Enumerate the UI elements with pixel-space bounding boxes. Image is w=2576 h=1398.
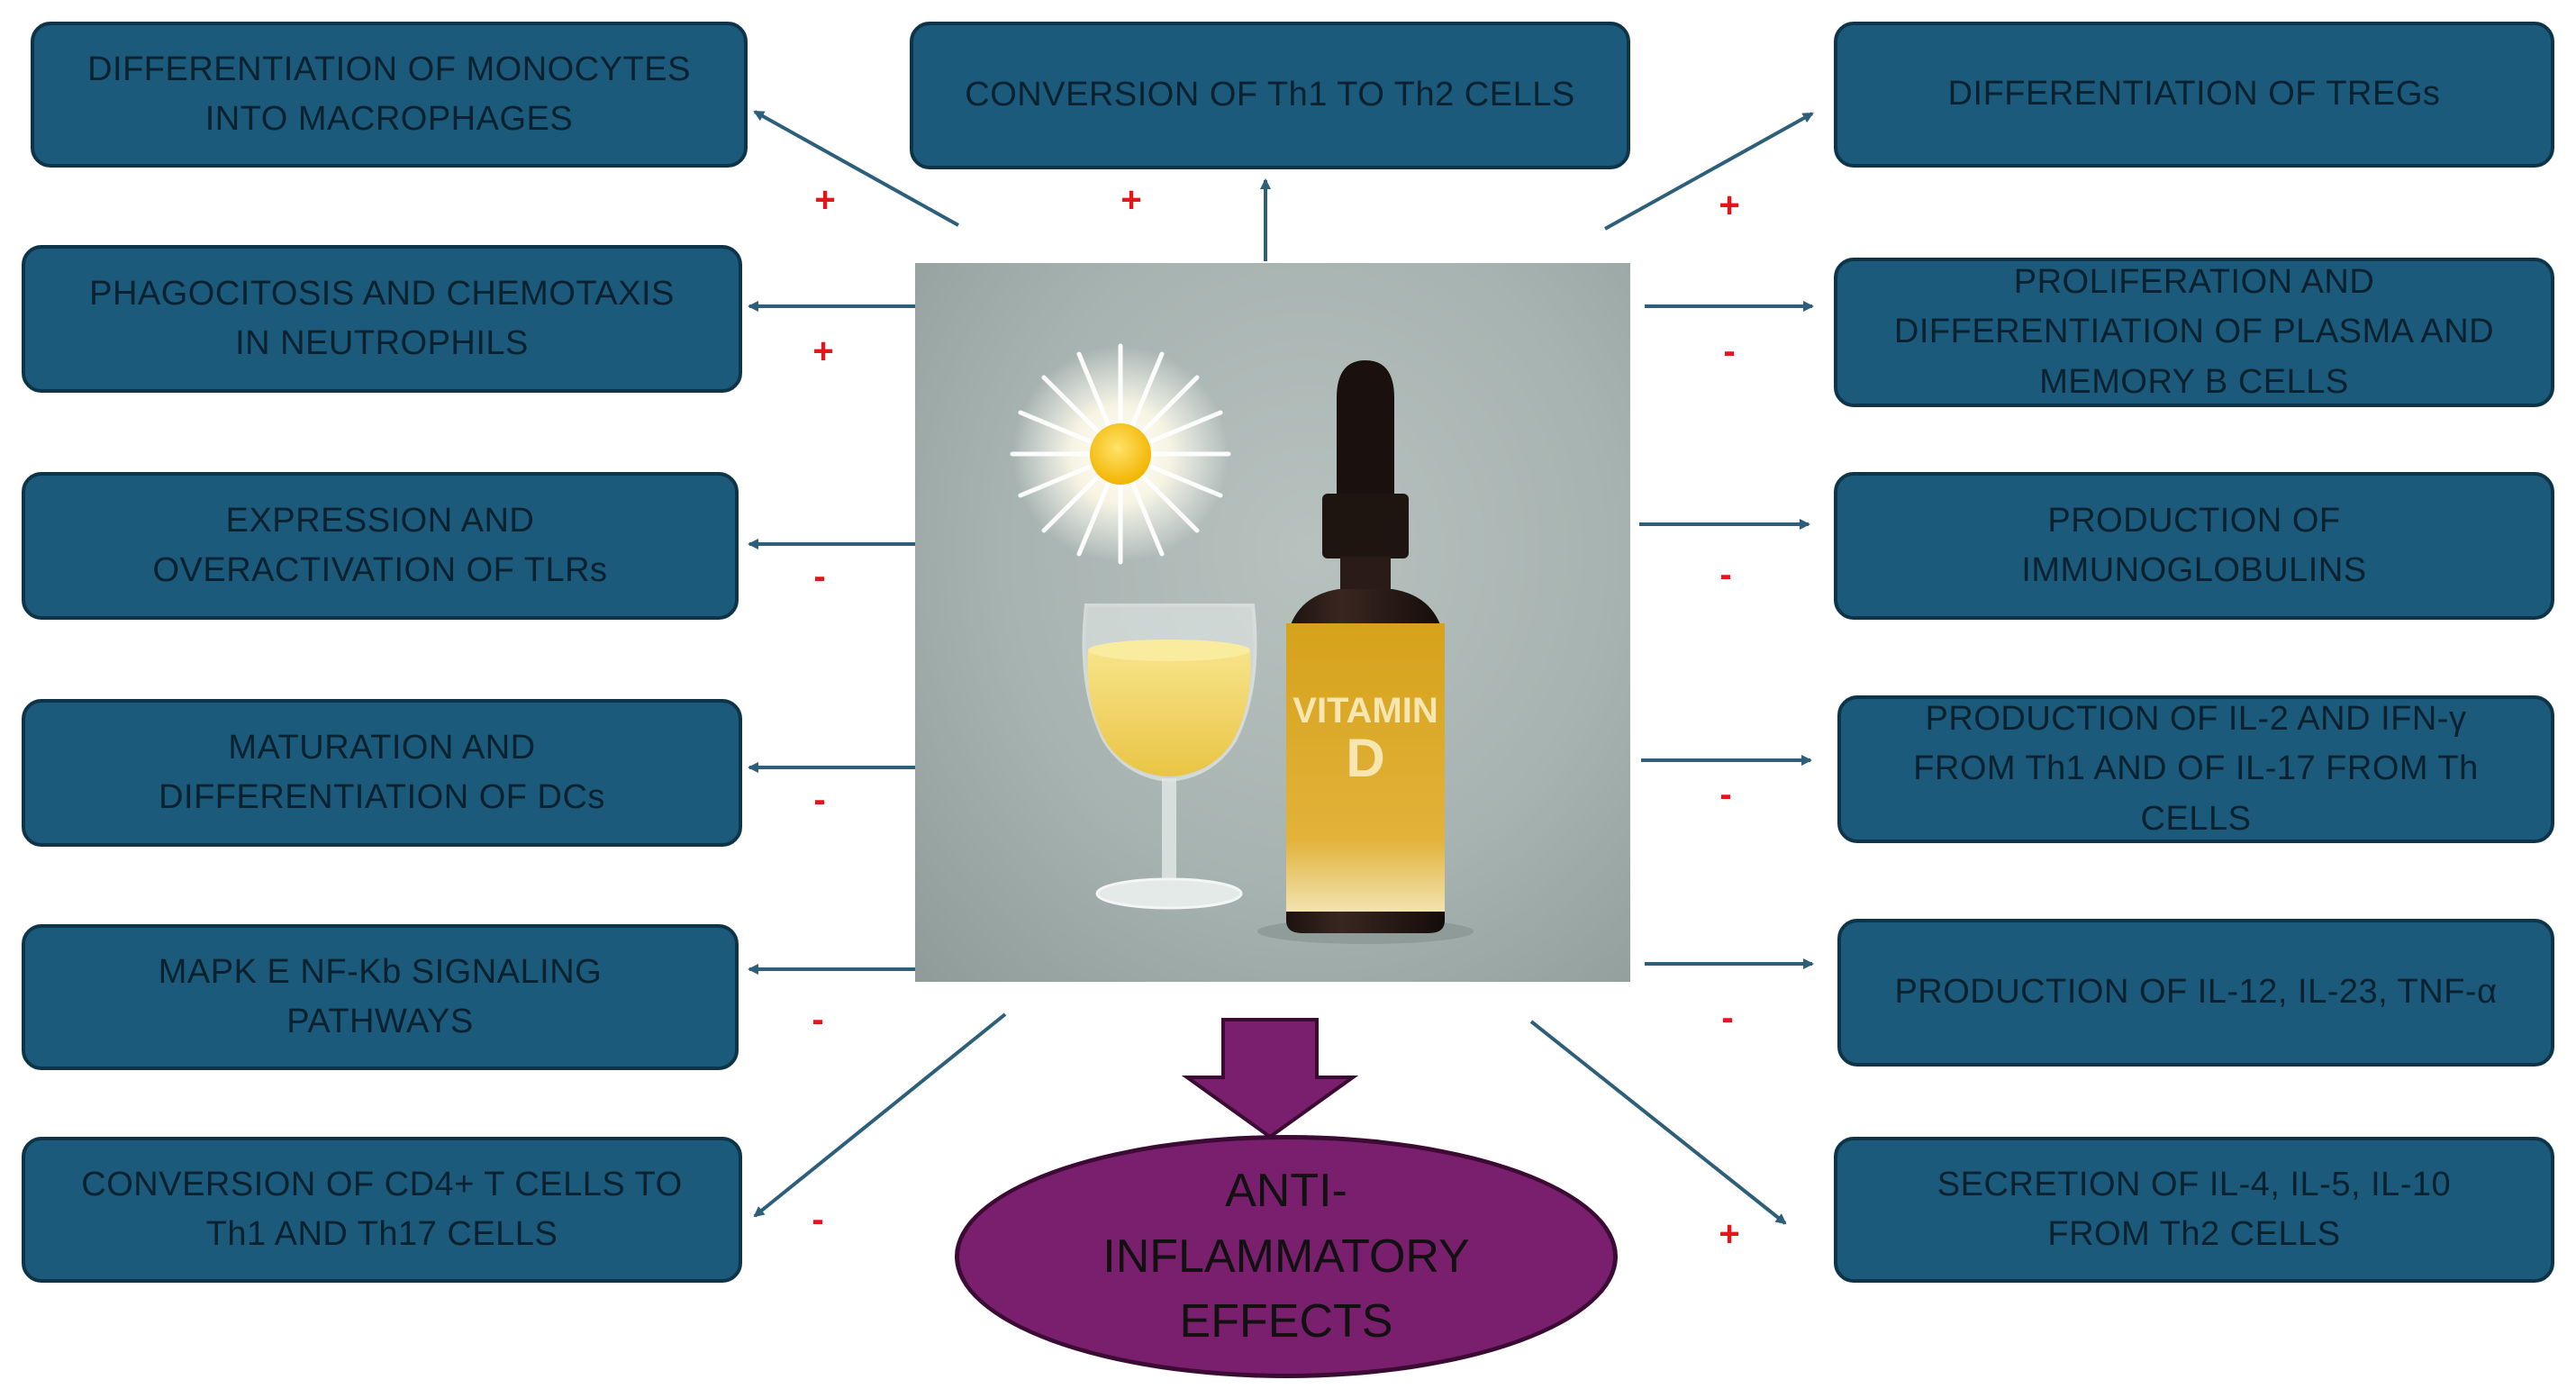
- box-il12-il23-tnf: PRODUCTION OF IL-12, IL-23, TNF-α: [1837, 919, 2554, 1067]
- sign-dc: -: [813, 780, 826, 820]
- sign-mapk: -: [812, 1000, 824, 1039]
- box-monocytes-macrophages: DIFFERENTIATION OF MONOCYTES INTO MACROP…: [31, 22, 748, 168]
- box-immunoglobulins: PRODUCTION OF IMMUNOGLOBULINS: [1834, 472, 2554, 620]
- glass-icon: [1082, 604, 1257, 910]
- box-il4-il5-il10: SECRETION OF IL-4, IL-5, IL-10 FROM Th2 …: [1834, 1137, 2554, 1283]
- anti-inflammatory-effects: ANTI- INFLAMMATORY EFFECTS: [955, 1135, 1618, 1378]
- arrow-to-monocytes: [753, 110, 959, 227]
- sign-monocytes: +: [814, 180, 836, 220]
- arrow-to-tregs: [1604, 112, 1814, 231]
- sun-icon: [1010, 343, 1231, 565]
- bottle-icon: VITAMIN D: [1257, 360, 1474, 944]
- bottle-label-line1: VITAMIN: [1293, 691, 1438, 731]
- sign-tlr: -: [813, 557, 826, 596]
- box-il2-ifn-il17: PRODUCTION OF IL-2 AND IFN-γ FROM Th1 AN…: [1837, 695, 2554, 843]
- box-th1-to-th2: CONVERSION OF Th1 TO Th2 CELLS: [910, 22, 1630, 169]
- box-plasma-memory-b: PROLIFERATION AND DIFFERENTIATION OF PLA…: [1834, 258, 2554, 407]
- box-dc-maturation: MATURATION AND DIFFERENTIATION OF DCs: [22, 699, 742, 847]
- vitamin-d-illustration: VITAMIN D: [915, 263, 1630, 982]
- box-phagocytosis-neutrophils: PHAGOCITOSIS AND CHEMOTAXIS IN NEUTROPHI…: [22, 245, 742, 393]
- sign-il4: +: [1719, 1214, 1740, 1254]
- sign-th1-th2: +: [1120, 180, 1142, 220]
- arrow-to-cd4: [753, 1012, 1007, 1218]
- box-tlr-expression: EXPRESSION AND OVERACTIVATION OF TLRs: [22, 472, 739, 620]
- sign-tregs: +: [1719, 186, 1740, 225]
- sign-il12: -: [1721, 998, 1734, 1038]
- sign-immunoglobulins: -: [1719, 555, 1732, 595]
- bottle-label-line2: D: [1346, 728, 1384, 788]
- box-cd4-conversion: CONVERSION OF CD4+ T CELLS TO Th1 AND Th…: [22, 1137, 742, 1283]
- box-tregs: DIFFERENTIATION OF TREGs: [1834, 22, 2554, 168]
- box-mapk-nfkb: MAPK E NF-Kb SIGNALING PATHWAYS: [22, 924, 739, 1070]
- sign-phagocytosis: +: [812, 331, 834, 371]
- sign-cd4: -: [812, 1200, 824, 1239]
- sign-il2: -: [1719, 775, 1732, 814]
- sign-plasma-b: -: [1723, 331, 1736, 371]
- down-arrow-icon: [1181, 1018, 1359, 1139]
- arrow-to-il4: [1529, 1020, 1787, 1225]
